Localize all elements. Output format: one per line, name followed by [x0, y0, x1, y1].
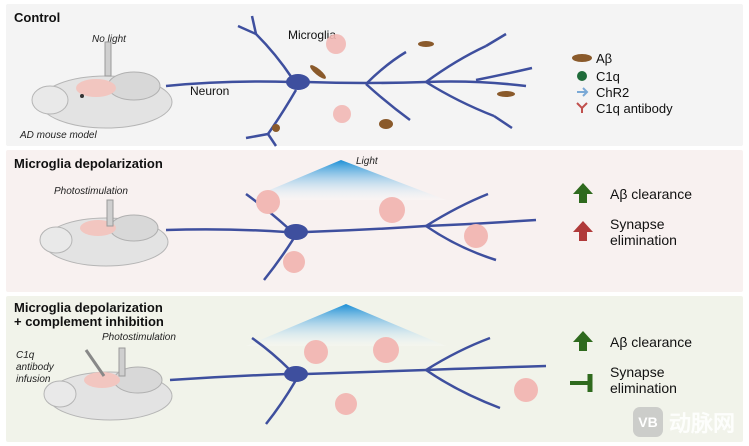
- fiber-optic-icon: [118, 347, 126, 377]
- panel-title-inhibition-line1: Microglia depolarization: [14, 300, 163, 315]
- effect-abeta-clearance: Aβ clearance: [610, 186, 692, 202]
- effect-synapse-line1: Synapse: [610, 216, 665, 232]
- neuron-soma: [286, 74, 310, 90]
- microglia-label: Microglia: [288, 28, 337, 42]
- effect-synapse-line1: Synapse: [610, 364, 665, 380]
- legend-item-chr2: ChR2: [568, 84, 629, 100]
- panel-title-inhibition-line2: + complement inhibition: [14, 314, 164, 329]
- panel-title-depolarization: Microglia depolarization: [14, 156, 163, 171]
- legend-item-antibody: C1q antibody: [568, 100, 673, 116]
- c1q-dot-icon: [568, 70, 596, 82]
- effect-abeta-clearance: Aβ clearance: [610, 334, 692, 350]
- mouse-icon: [31, 71, 173, 129]
- chr2-icon: [568, 86, 596, 98]
- fiber-optic-icon: [106, 199, 114, 227]
- legend-label-chr2: ChR2: [596, 84, 630, 100]
- microglia-cells: [326, 34, 351, 123]
- ad-mouse-model-label: AD mouse model: [20, 130, 97, 141]
- panel-title-control: Control: [14, 10, 61, 25]
- neuron-soma: [284, 224, 308, 240]
- watermark-text: 动脉网: [668, 411, 735, 436]
- legend-label-abeta: Aβ: [596, 50, 613, 66]
- c1q-infusion-line2: antibody: [16, 362, 54, 373]
- c1q-infusion-line1: C1q: [16, 350, 35, 361]
- photostimulation-label: Photostimulation: [102, 332, 176, 343]
- complement-inhibition-panel: Microglia depolarization + complement in…: [6, 296, 743, 442]
- complement-inhibition-illustration: [43, 304, 547, 425]
- mouse-icon: [43, 366, 173, 421]
- up-arrow-green-icon: [572, 330, 594, 357]
- depolarization-illustration: [39, 160, 537, 281]
- mouse-icon: [39, 214, 169, 267]
- no-light-label: No light: [92, 34, 126, 45]
- watermark-badge: VB: [632, 407, 663, 437]
- infusion-needle-icon: [84, 349, 106, 377]
- light-label: Light: [356, 156, 378, 167]
- effect-synapse-line2: elimination: [610, 380, 677, 396]
- neuron-label: Neuron: [190, 84, 230, 98]
- c1q-infusion-line3: infusion: [16, 374, 51, 385]
- microglia-cells: [304, 337, 538, 415]
- amyloid-beta-icon: [568, 53, 596, 63]
- effect-synapse-line2: elimination: [610, 232, 677, 248]
- fiber-optic-icon: [104, 41, 112, 77]
- photostimulation-label: Photostimulation: [54, 186, 128, 197]
- light-beam: [246, 160, 446, 200]
- control-panel: Control No light Microglia Neuron AD mou…: [6, 4, 743, 147]
- antibody-icon: [568, 102, 596, 114]
- neuron-icon: [165, 192, 537, 281]
- neuron-icon: [169, 336, 547, 425]
- legend-item-c1q: C1q: [568, 68, 620, 84]
- watermark: VB 动脉网: [632, 406, 735, 438]
- amyloid-plaques: [272, 41, 515, 132]
- up-arrow-green-icon: [572, 182, 594, 209]
- control-illustration: [31, 15, 533, 147]
- legend-label-antibody: C1q antibody: [596, 100, 673, 116]
- legend-label-c1q: C1q: [596, 68, 620, 84]
- light-beam: [246, 304, 446, 346]
- neuron-icon: [165, 15, 533, 147]
- up-arrow-red-icon: [572, 220, 594, 247]
- depolarization-panel: Microglia depolarization Light Photostim…: [6, 150, 743, 292]
- microglia-cells: [256, 190, 488, 273]
- neuron-soma: [284, 366, 308, 382]
- inhibition-bar-icon: [568, 372, 596, 399]
- legend-item-abeta: Aβ: [568, 50, 612, 66]
